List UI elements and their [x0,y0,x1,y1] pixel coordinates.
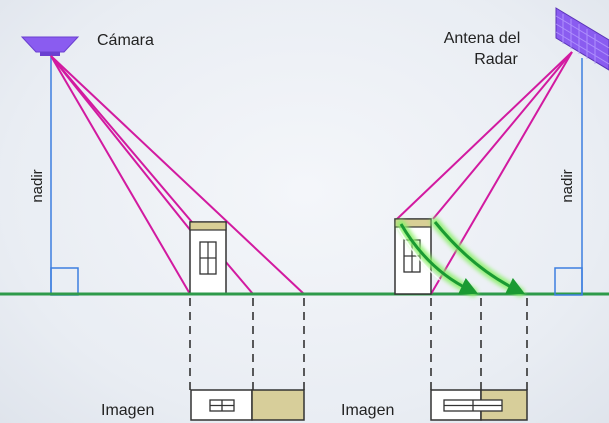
radar-label-line1: Antena del [444,30,521,47]
radar-ray-1 [396,51,573,220]
return-arrow-1 [399,223,479,295]
radar-antenna-icon [555,7,609,71]
building-left [189,221,227,295]
radar-projection-lines [430,298,528,390]
return-arrow-2 [433,221,526,295]
radar-rays [396,51,573,295]
camera-ray-1 [50,55,191,295]
radar-ray-2 [432,51,573,220]
radar-ray-3 [430,51,573,295]
camera-ray-3 [50,55,305,295]
camera-icon [20,36,80,56]
radar-label-line2: Radar [474,51,518,68]
radar-side: Antena del Radar nadir [341,7,609,421]
camera-label: Cámara [97,32,154,49]
camera-ray-roof [50,55,196,237]
image-left-building-icon [209,399,235,412]
camera-nadir-label: nadir [29,169,46,202]
image-right-label: Imagen [341,402,394,419]
radar-right-angle-marker [554,267,583,296]
radar-nadir-label: nadir [559,169,576,202]
image-left-label: Imagen [101,402,154,419]
camera-side: Cámara nadir Imagen [20,32,305,421]
camera-rays [50,55,305,295]
image-right-strip [430,389,528,421]
image-left-strip [190,389,305,421]
radar-return-arrows [396,217,526,297]
camera-projection-lines [189,298,305,390]
image-right-building-icon [443,399,503,412]
camera-right-angle-marker [50,267,79,296]
